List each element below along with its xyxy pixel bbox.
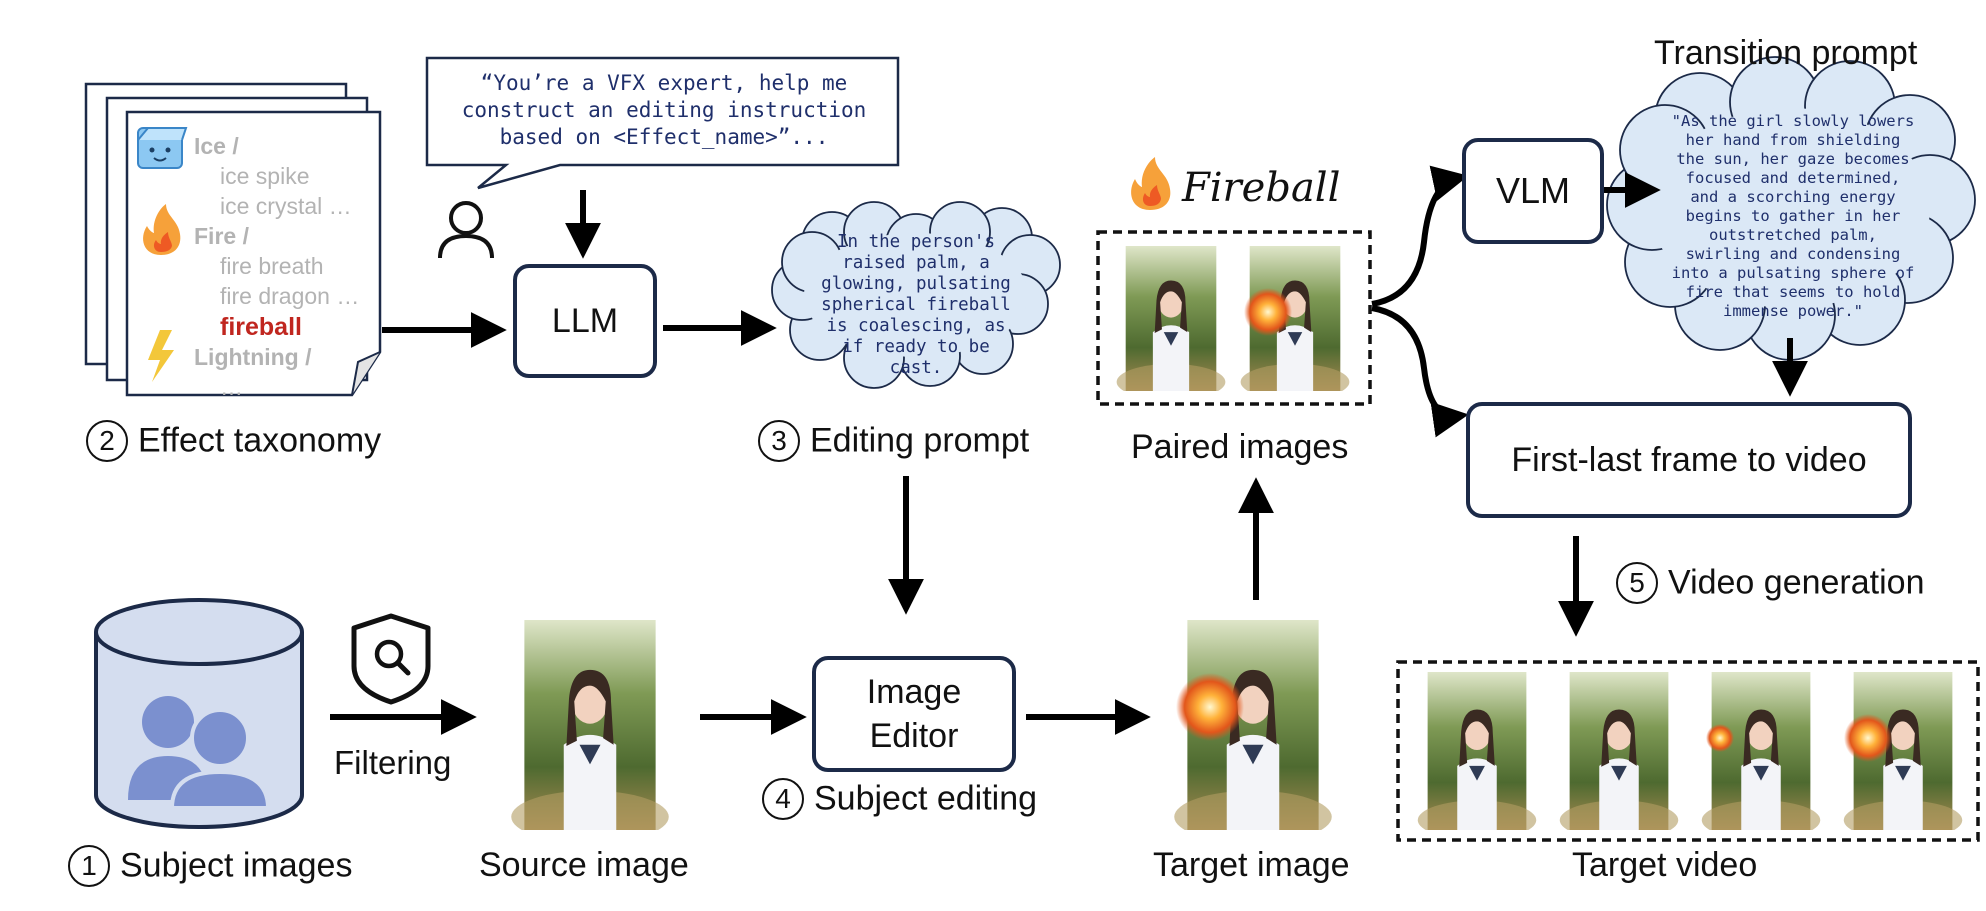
flf2v-box: First-last frame to video [1466, 402, 1912, 518]
target-image [1174, 620, 1332, 830]
taxonomy-ice-item-2: ice crystal … [220, 193, 352, 219]
image-editor-label-line1: Image [866, 673, 962, 711]
taxonomy-lightning-item-1: … [220, 374, 243, 400]
source-image-label: Source image [479, 846, 689, 884]
stage-label: Effect taxonomy [138, 421, 382, 460]
source-image [511, 620, 669, 830]
taxonomy-lightning-title: Lightning / [194, 344, 312, 370]
paired-image-source [1116, 246, 1226, 391]
transition-prompt-label: Transition prompt [1654, 34, 1918, 72]
llm-label: LLM [551, 301, 619, 340]
stage-number: 3 [758, 420, 800, 463]
flf2v-label: First-last frame to video [1511, 440, 1867, 479]
paired-image-target [1240, 246, 1350, 391]
video-frame-3 [1701, 672, 1821, 830]
stage-number: 1 [68, 845, 110, 888]
stage-number: 5 [1616, 562, 1658, 605]
taxonomy-fire-selected: fireball [220, 313, 302, 341]
stage-editing-prompt: 3 Editing prompt [758, 420, 1030, 463]
stage-label: Subject editing [814, 779, 1038, 818]
video-frame-2 [1559, 672, 1679, 830]
paired-images-label: Paired images [1131, 428, 1349, 466]
fireball-title: Fireball [1182, 165, 1341, 211]
stage-subject-images: 1 Subject images [68, 845, 353, 888]
target-video-label: Target video [1572, 846, 1758, 884]
video-frame-1 [1417, 672, 1537, 830]
taxonomy-fire-item-1: fire breath [220, 253, 324, 279]
taxonomy-ice-title: Ice / [194, 133, 239, 159]
stage-label: Subject images [120, 846, 353, 885]
target-image-label: Target image [1153, 846, 1350, 884]
lightning-icon [148, 330, 174, 382]
user-icon [438, 201, 494, 259]
taxonomy-fire-title: Fire / [194, 223, 249, 249]
llm-box: LLM [513, 264, 657, 378]
transition-prompt-text: "As the girl slowly lowers her hand from… [1671, 112, 1915, 320]
editing-prompt-cloud [771, 201, 1061, 389]
speech-bubble-text: “You’re a VFX expert, help me construct … [461, 71, 867, 149]
stage-label: Video generation [1668, 563, 1925, 602]
stage-effect-taxonomy: 2 Effect taxonomy [86, 420, 382, 463]
fireball-icon [1131, 157, 1171, 210]
speech-bubble [425, 56, 900, 190]
target-video-frame [1396, 660, 1980, 842]
arrow-paired-to-vlm [1371, 165, 1469, 307]
taxonomy-fire-item-2: fire dragon … [220, 283, 360, 309]
arrow-paired-to-flf2v [1371, 305, 1469, 438]
editing-prompt-text: In the person's raised palm, a glowing, … [821, 232, 1011, 378]
taxonomy-ice-item-1: ice spike [220, 163, 310, 189]
vlm-box: VLM [1462, 138, 1604, 244]
stage-number: 2 [86, 420, 128, 463]
filtering-label: Filtering [334, 744, 452, 781]
database-icon [94, 598, 304, 829]
image-editor-label-line2: Editor [869, 717, 959, 755]
ice-cube-icon [137, 127, 188, 169]
filter-shield-icon [351, 613, 431, 705]
stage-label: Editing prompt [810, 421, 1030, 460]
stage-number: 4 [762, 778, 804, 821]
vlm-label: VLM [1495, 170, 1571, 211]
stage-video-generation: 5 Video generation [1616, 562, 1925, 605]
fire-icon [143, 204, 181, 255]
image-editor-box: Image Editor [812, 656, 1016, 772]
paired-images-frame [1096, 230, 1372, 406]
video-frame-4 [1843, 672, 1963, 830]
stage-subject-editing: 4 Subject editing [762, 778, 1038, 821]
